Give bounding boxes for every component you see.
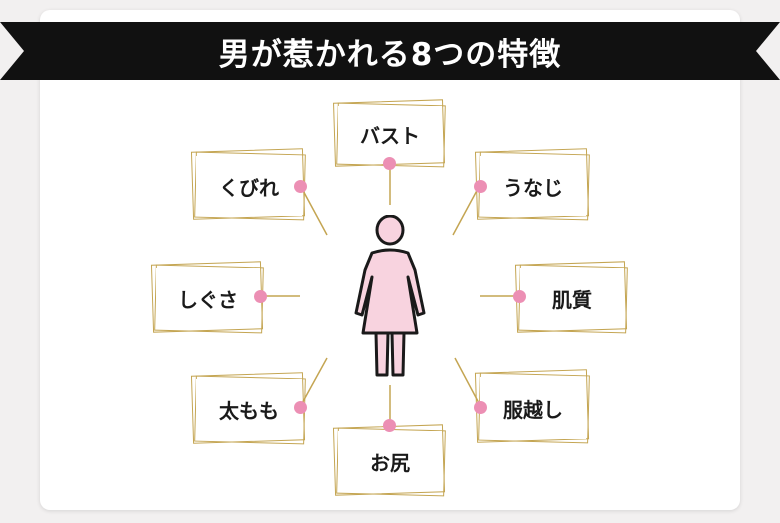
feature-label: バスト (338, 106, 442, 162)
feature-label: しぐさ (156, 268, 260, 328)
feature-label: お尻 (338, 431, 442, 491)
connector-futomomo (299, 357, 328, 408)
connector-dot (383, 419, 396, 432)
connector-kubire (299, 184, 328, 236)
feature-label: 太もも (196, 379, 302, 439)
connector-dot (254, 290, 267, 303)
page-title: 男が惹かれる8つの特徴 (218, 36, 562, 73)
connector-dot (513, 290, 526, 303)
feature-label: 肌質 (520, 268, 624, 328)
feature-label: 服越し (480, 377, 586, 439)
banner-ribbon-shape (0, 22, 780, 80)
connector-fukugoshi (454, 357, 481, 406)
connector-dot (294, 180, 307, 193)
feature-label: くびれ (196, 156, 302, 216)
connector-unaji (452, 184, 481, 236)
connector-dot (294, 401, 307, 414)
connector-dot (474, 401, 487, 414)
woman-silhouette-icon (354, 215, 426, 377)
connector-dot (383, 157, 396, 170)
title-banner: 男が惹かれる8つの特徴 (0, 22, 780, 80)
feature-label: うなじ (480, 156, 586, 216)
connector-dot (474, 180, 487, 193)
